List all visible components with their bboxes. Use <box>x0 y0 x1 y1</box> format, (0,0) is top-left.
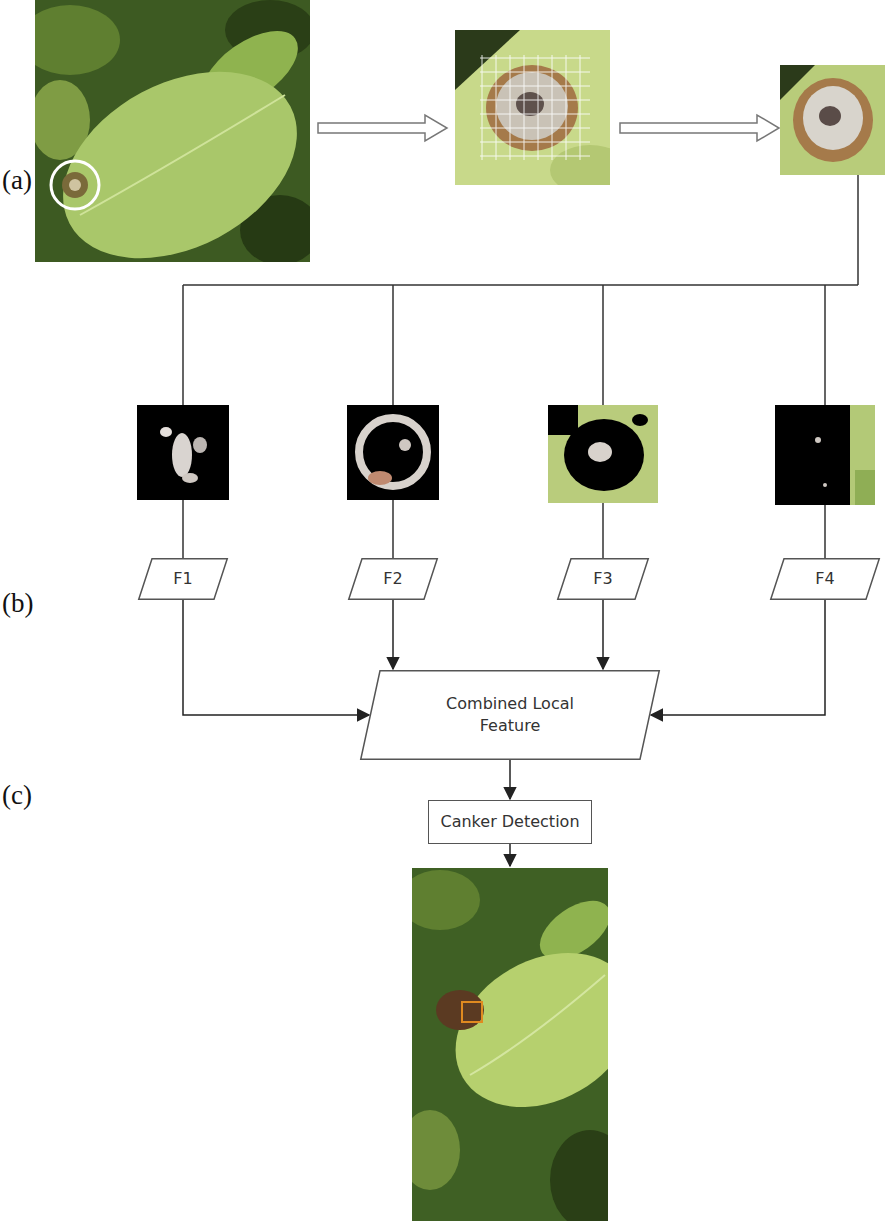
feature-thumbnail-part <box>160 427 172 437</box>
panel-label: (c) <box>2 780 32 811</box>
grid-crop-photo-part <box>516 92 544 116</box>
leaf-photo <box>35 0 310 262</box>
feature-thumbnail-part <box>399 439 411 451</box>
leaf-photo-part <box>35 5 120 75</box>
connector-arrow <box>183 600 369 715</box>
text-group: F3 <box>593 568 612 590</box>
leaf-photo-part <box>51 161 99 209</box>
process-arrow-part <box>620 115 779 141</box>
lesion-crop-photo-part <box>803 86 863 150</box>
feature-thumbnail-part <box>359 418 427 486</box>
grid-crop-photo <box>455 30 610 185</box>
feature-box: F4 <box>770 558 880 600</box>
process-arrow-part <box>318 115 447 141</box>
lesion-crop-photo-part <box>780 65 885 175</box>
feature-box: F3 <box>557 558 649 600</box>
detection-result-photo-part <box>412 870 480 930</box>
lesion-crop-photo-part <box>793 78 873 162</box>
connector-arrow <box>651 600 825 715</box>
split-lines-part <box>183 285 825 405</box>
feature-thumbnail <box>548 405 658 503</box>
connector-arrow <box>392 600 394 669</box>
node-label: F2 <box>383 568 402 590</box>
grid-crop-photo-part <box>496 72 568 140</box>
node-label: F1 <box>173 568 192 590</box>
text-group: F1 <box>173 568 192 590</box>
grid-crop-photo-part <box>486 65 578 151</box>
leaf-photo-part <box>35 34 310 262</box>
text-group: F2 <box>383 568 402 590</box>
lesion-crop-photo-part <box>819 106 841 126</box>
grid-crop-photo-part-part <box>482 55 580 160</box>
feature-thumbnail-part <box>632 414 648 426</box>
panel-label: (b) <box>2 588 33 619</box>
feature-thumbnail-part <box>137 405 229 500</box>
feature-thumbnail-part <box>193 437 207 453</box>
feature-thumbnail-part <box>368 471 392 485</box>
feature-thumbnail-part <box>775 405 875 505</box>
connector-arrow <box>509 760 511 799</box>
panel-label: (a) <box>2 165 32 196</box>
feature-thumbnail <box>775 405 875 505</box>
node-label: Combined Local Feature <box>435 693 585 736</box>
feature-thumbnail <box>347 405 439 500</box>
feature-thumbnail-part <box>347 405 439 500</box>
detection-result-photo-part <box>412 1110 460 1190</box>
leaf-photo-part <box>62 172 88 198</box>
detection-result-photo-part <box>436 990 484 1030</box>
parallelogram-shape <box>139 559 228 600</box>
detection-result-photo-part <box>462 1002 482 1022</box>
flow-arrow-part <box>509 844 511 866</box>
detection-result-photo <box>412 868 608 1221</box>
detection-result-photo-part <box>470 975 605 1075</box>
detection-result-photo-part <box>428 922 608 1138</box>
feature-thumbnail-part <box>182 473 198 483</box>
connector-arrow <box>602 600 604 669</box>
feature-box: F1 <box>138 558 228 600</box>
text-group: F4 <box>815 568 834 590</box>
split-lines-part <box>183 500 825 558</box>
feature-thumbnail-part <box>850 405 875 505</box>
parallelogram-shape <box>349 559 438 600</box>
feature-thumbnail-part <box>823 483 827 487</box>
feature-box: F2 <box>348 558 438 600</box>
leaf-photo-part <box>80 95 285 215</box>
feature-thumbnail-part <box>588 442 612 462</box>
feature-thumbnail-part <box>815 437 821 443</box>
node-label: F4 <box>815 568 834 590</box>
leaf-photo-part <box>69 179 81 191</box>
flow-arrow <box>510 844 511 866</box>
feature-thumbnail-part <box>172 433 192 477</box>
parallelogram-shape <box>361 671 660 760</box>
parallelogram-shape <box>558 559 649 600</box>
split-lines-part <box>857 175 859 285</box>
feature-thumbnail-part <box>548 405 658 503</box>
combined-feature-box: Combined Local Feature <box>360 670 660 760</box>
parallelogram-shape <box>771 559 880 600</box>
feature-thumbnail-part <box>564 419 644 491</box>
feature-thumbnail <box>137 405 229 500</box>
feature-thumbnail-part <box>855 470 875 505</box>
detection-result-photo-part <box>550 1130 608 1221</box>
node-label: Canker Detection <box>440 811 579 833</box>
grid-crop-photo-part <box>480 55 590 160</box>
text-group: Combined Local Feature <box>435 693 585 736</box>
node-label: F3 <box>593 568 612 590</box>
split-lines <box>183 175 858 558</box>
text-group: Canker Detection <box>440 811 579 833</box>
process-box: Canker Detection <box>428 800 592 844</box>
lesion-crop-photo <box>780 65 885 175</box>
feature-thumbnail-part <box>548 405 578 435</box>
parallelogram-outline <box>360 670 660 760</box>
split-lines-part <box>183 284 858 286</box>
